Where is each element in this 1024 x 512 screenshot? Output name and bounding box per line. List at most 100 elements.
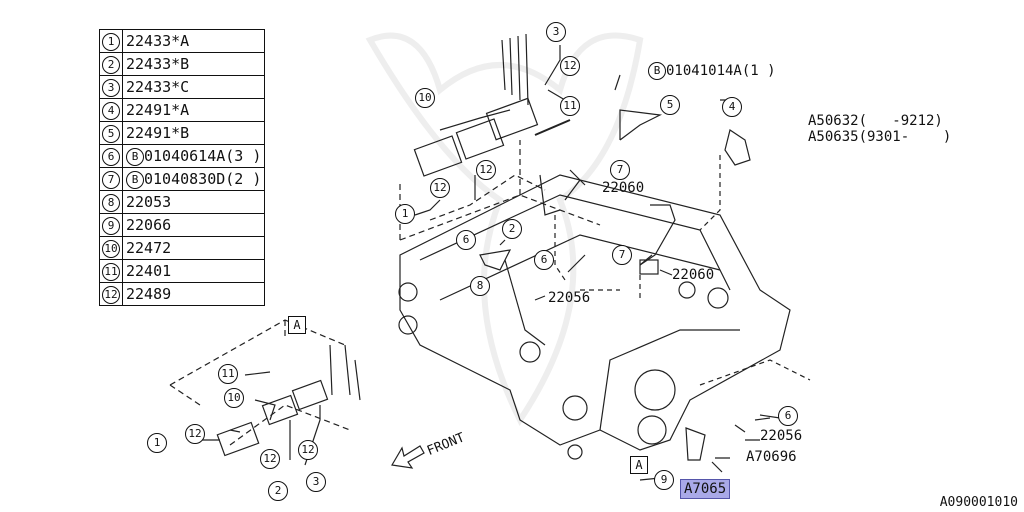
callout-12-mid: 12 <box>476 160 496 180</box>
legend-number-cell: 10 <box>99 236 123 260</box>
legend-row: 9 22066 <box>99 213 266 237</box>
coil-2 <box>455 118 505 160</box>
legend-part-cell: 22433*B <box>121 52 266 76</box>
legend-number-cell: 11 <box>99 259 123 283</box>
legend-number: 12 <box>102 285 120 304</box>
legend-number: 6 <box>102 147 120 166</box>
legend-row: 12 22489 <box>99 282 266 306</box>
callout-2-bottom: 2 <box>268 481 288 501</box>
callout-1-top: 1 <box>395 204 415 224</box>
section-a-marker-bottom: A <box>630 456 648 474</box>
legend-part-number: 22491*B <box>126 124 190 142</box>
section-a-marker-top: A <box>288 316 306 334</box>
legend-number-cell: 1 <box>99 29 123 53</box>
legend-part-cell: 22489 <box>121 282 266 306</box>
legend-part-number: 22053 <box>126 193 172 211</box>
callout-12-left: 12 <box>430 178 450 198</box>
callout-7-top: 7 <box>610 160 630 180</box>
coil-3 <box>485 97 539 141</box>
legend-number: 5 <box>102 124 120 143</box>
legend-part-cell: 22491*B <box>121 121 266 145</box>
callout-6-right: 6 <box>778 406 798 426</box>
callout-5: 5 <box>660 95 680 115</box>
legend-part-number: 22489 <box>126 285 172 303</box>
a50632-label: A50632( -9212) <box>808 113 943 129</box>
legend-part-cell: 22053 <box>121 190 266 214</box>
part-22056-mid-label: 22056 <box>548 290 591 306</box>
legend-part-number: 22433*A <box>126 32 190 50</box>
part-22056-bot-label: 22056 <box>760 428 803 444</box>
diagram-id: A090001010 <box>939 495 1018 510</box>
legend-row: 5 22491*B <box>99 121 266 145</box>
callout-10-top: 10 <box>415 88 435 108</box>
coil-1 <box>413 135 463 177</box>
engine-block <box>399 174 791 451</box>
callout-11-top: 11 <box>560 96 580 116</box>
legend-number-cell: 7 <box>99 167 123 191</box>
legend-row: 10 22472 <box>99 236 266 260</box>
legend-part-cell: 22433*A <box>121 29 266 53</box>
legend-number-cell: 9 <box>99 213 123 237</box>
callout-12-bottom-mid: 12 <box>260 449 280 469</box>
legend-part-cell: 22491*A <box>121 98 266 122</box>
legend-number-cell: 3 <box>99 75 123 99</box>
callout-10-bottom: 10 <box>224 388 244 408</box>
legend-part-cell: 22433*C <box>121 75 266 99</box>
legend-part-number: 22401 <box>126 262 172 280</box>
legend-number-cell: 2 <box>99 52 123 76</box>
legend-part-prefix: B <box>126 170 144 189</box>
legend-number: 11 <box>102 262 120 281</box>
legend-part-number: 22066 <box>126 216 172 234</box>
legend-part-number: 22433*B <box>126 55 190 73</box>
legend-part-number: 22472 <box>126 239 172 257</box>
callout-4: 4 <box>722 97 742 117</box>
legend-row: 1 22433*A <box>99 29 266 53</box>
part-22060-top-label: 22060 <box>602 180 645 196</box>
a50635-label: A50635(9301- ) <box>808 129 952 145</box>
callout-3-top: 3 <box>546 22 566 42</box>
callout-9: 9 <box>654 470 674 490</box>
legend-number: 1 <box>102 32 120 51</box>
a7065-highlight-label[interactable]: A7065 <box>680 479 731 499</box>
legend-number: 10 <box>102 239 120 258</box>
part-22060-mid-label: 22060 <box>672 267 715 283</box>
legend-number: 2 <box>102 55 120 74</box>
callout-12-bottom-left: 12 <box>185 424 205 444</box>
legend-part-prefix: B <box>126 147 144 166</box>
legend-number-cell: 6 <box>99 144 123 168</box>
callout-11-bottom: 11 <box>218 364 238 384</box>
b-prefix-circle: B <box>648 62 666 80</box>
bolt-b-part: 01041014A(1 ) <box>666 63 776 79</box>
front-arrow <box>391 445 425 469</box>
a70696-label: A70696 <box>746 449 797 465</box>
legend-number: 9 <box>102 216 120 235</box>
legend-part-cell: 22066 <box>121 213 266 237</box>
legend-part-number: 01040614A(3 ) <box>144 147 262 165</box>
legend-row: 11 22401 <box>99 259 266 283</box>
legend-number: 4 <box>102 101 120 120</box>
legend-number-cell: 8 <box>99 190 123 214</box>
legend-part-number: 22491*A <box>126 101 190 119</box>
legend-part-number: 01040830D(2 ) <box>144 170 262 188</box>
callout-8: 8 <box>470 276 490 296</box>
callout-1-bottom: 1 <box>147 433 167 453</box>
callout-12-top: 12 <box>560 56 580 76</box>
legend-row: 2 22433*B <box>99 52 266 76</box>
callout-2-top: 2 <box>502 219 522 239</box>
legend-number-cell: 5 <box>99 121 123 145</box>
legend-number: 3 <box>102 78 120 97</box>
callout-6-mid: 6 <box>534 250 554 270</box>
legend-part-cell: 22401 <box>121 259 266 283</box>
legend-number-cell: 12 <box>99 282 123 306</box>
callout-7-mid: 7 <box>612 245 632 265</box>
